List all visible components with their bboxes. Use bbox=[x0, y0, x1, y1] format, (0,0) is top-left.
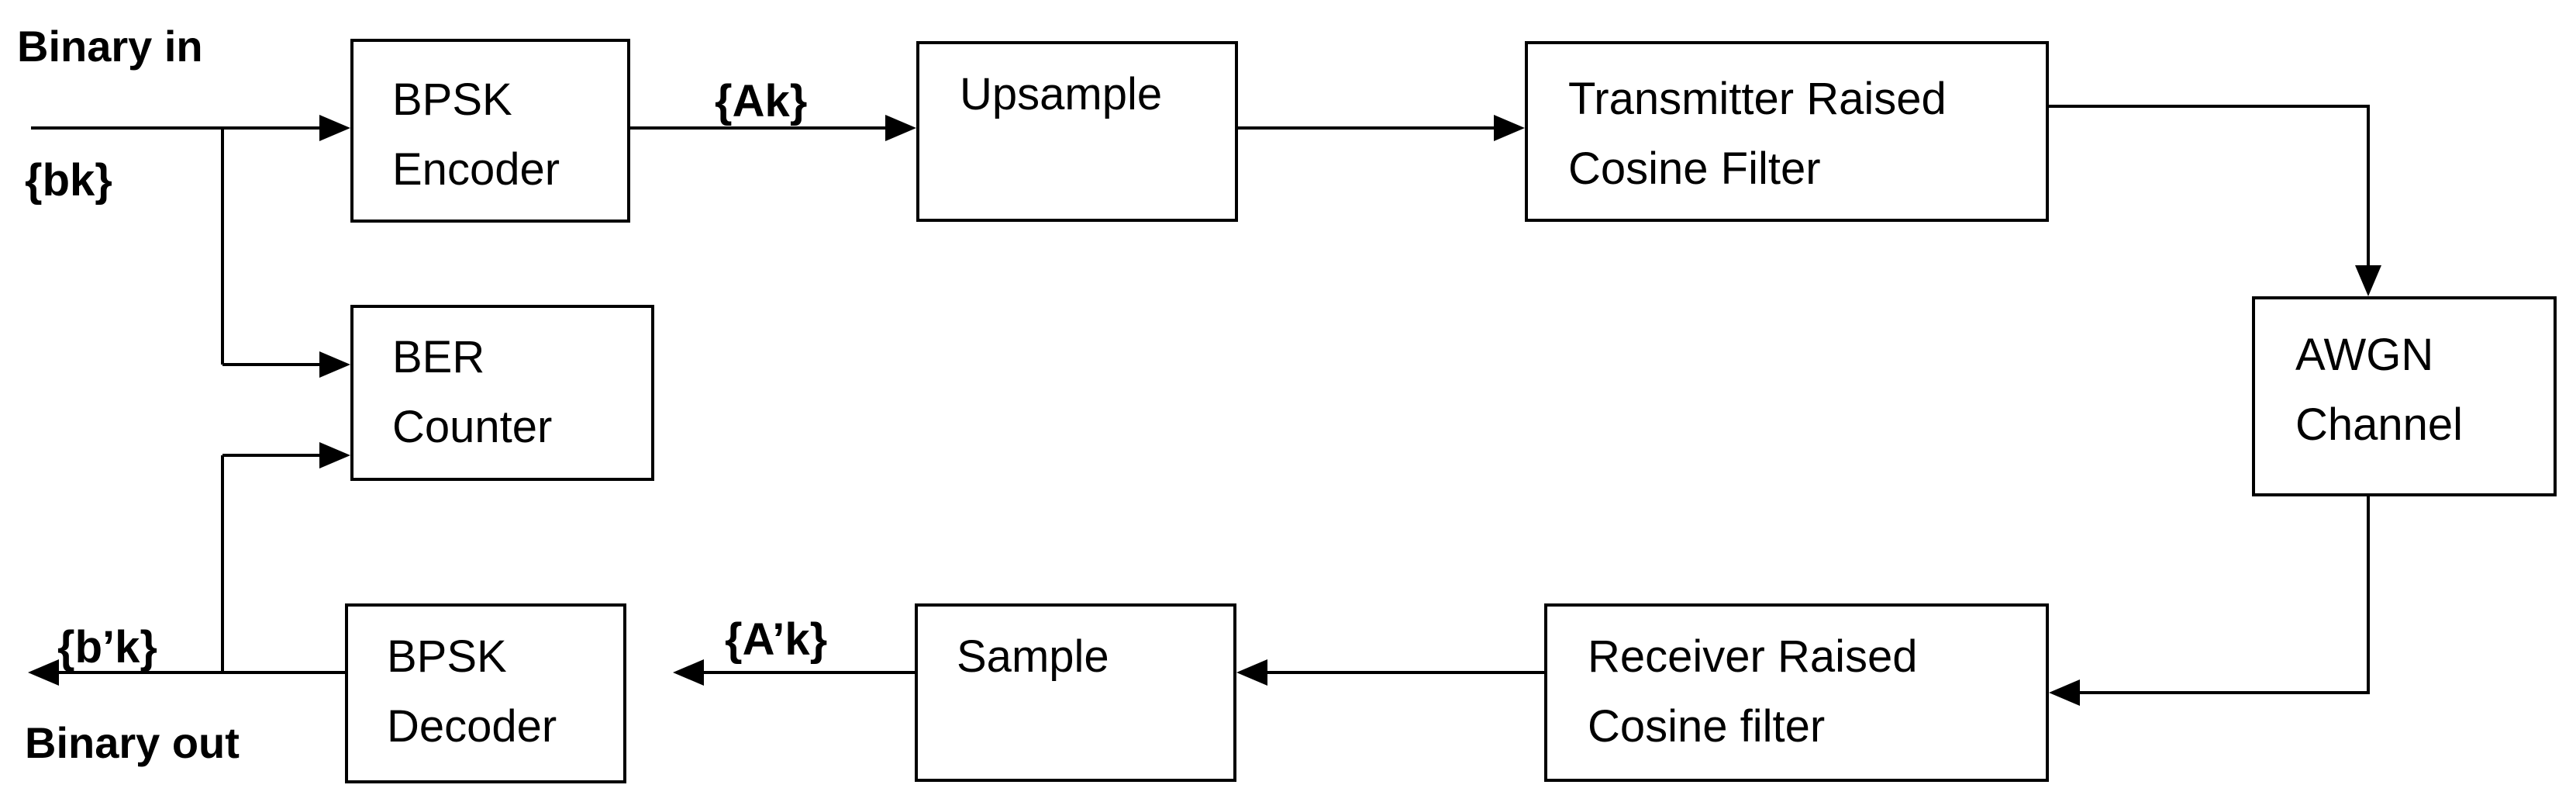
wire-txfilter-to-awgn bbox=[2049, 105, 2370, 271]
sample-line1: Sample bbox=[957, 631, 1109, 682]
receiver-filter-block: Receiver Raised Cosine filter bbox=[1544, 603, 2049, 782]
arrowhead-encoder-in bbox=[319, 115, 350, 141]
awgn-channel-line1: AWGN bbox=[2295, 330, 2434, 380]
arrowhead-output bbox=[28, 659, 59, 686]
transmitter-filter-line2: Cosine Filter bbox=[1568, 143, 1821, 194]
sample-block: Sample bbox=[915, 603, 1236, 782]
signal-ak-label: {Ak} bbox=[715, 76, 808, 126]
signal-bk-label: {bk} bbox=[25, 155, 112, 206]
bpsk-decoder-line1: BPSK bbox=[387, 631, 507, 682]
awgn-channel-block: AWGN Channel bbox=[2252, 296, 2557, 496]
arrowhead-ber-in-bottom bbox=[319, 442, 350, 468]
ber-counter-block: BER Counter bbox=[350, 305, 654, 481]
arrowhead-awgn-in bbox=[2355, 265, 2381, 296]
arrowhead-rxfilter-in bbox=[2049, 679, 2080, 706]
awgn-channel-line2: Channel bbox=[2295, 399, 2464, 450]
arrowhead-sample-in bbox=[1236, 659, 1267, 686]
wire-awgn-to-rxfilter bbox=[2074, 496, 2370, 694]
signal-apk-label: {A’k} bbox=[725, 614, 828, 665]
signal-bpk-label: {b’k} bbox=[57, 622, 157, 672]
receiver-filter-line1: Receiver Raised bbox=[1588, 631, 1918, 682]
transmitter-filter-block: Transmitter Raised Cosine Filter bbox=[1525, 41, 2049, 222]
bpsk-encoder-line2: Encoder bbox=[392, 144, 560, 195]
upsample-block: Upsample bbox=[916, 41, 1238, 222]
bpsk-encoder-line1: BPSK bbox=[392, 74, 512, 125]
ber-counter-line2: Counter bbox=[392, 402, 553, 452]
ber-counter-line1: BER bbox=[392, 332, 485, 382]
binary-out-label: Binary out bbox=[25, 718, 240, 767]
transmitter-filter-line1: Transmitter Raised bbox=[1568, 74, 1947, 124]
bpsk-encoder-block: BPSK Encoder bbox=[350, 39, 630, 223]
upsample-line1: Upsample bbox=[960, 69, 1163, 119]
bpsk-decoder-line2: Decoder bbox=[387, 701, 557, 752]
bpsk-decoder-block: BPSK Decoder bbox=[345, 603, 626, 783]
arrowhead-upsample-in bbox=[885, 115, 916, 141]
arrowhead-decoder-in bbox=[673, 659, 704, 686]
arrowhead-txfilter-in bbox=[1494, 115, 1525, 141]
binary-in-label: Binary in bbox=[17, 22, 203, 71]
arrowhead-ber-in-top bbox=[319, 351, 350, 378]
receiver-filter-line2: Cosine filter bbox=[1588, 701, 1826, 752]
